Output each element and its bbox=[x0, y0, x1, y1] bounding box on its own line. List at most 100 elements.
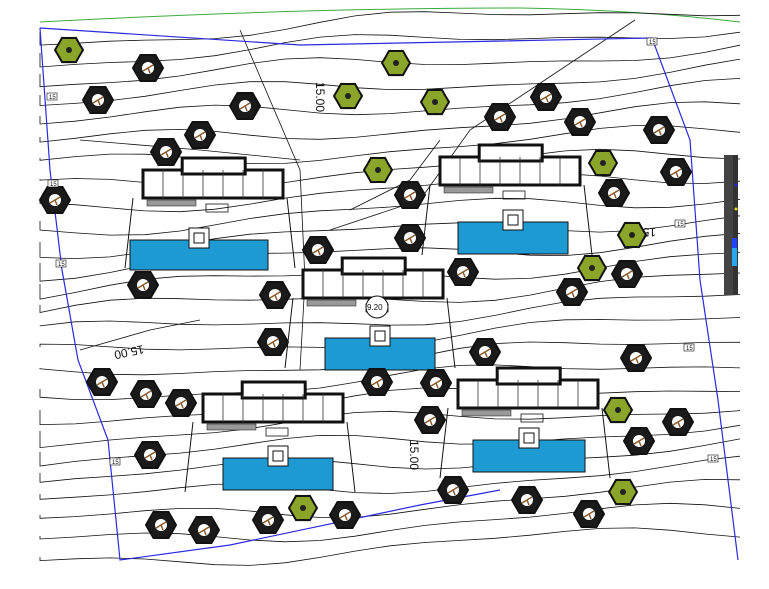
tree-icon bbox=[360, 368, 394, 396]
side-panel-strip bbox=[724, 155, 738, 295]
svg-text:15: 15 bbox=[649, 40, 656, 46]
svg-text:15: 15 bbox=[710, 457, 717, 463]
green-tree-icon bbox=[607, 478, 639, 506]
tree-icon bbox=[328, 501, 362, 529]
tree-icon bbox=[131, 54, 165, 82]
elevation-tag: 15 bbox=[646, 37, 658, 46]
elevation-tag: 15 bbox=[707, 454, 719, 463]
house-unit bbox=[421, 143, 593, 256]
green-tree-icon bbox=[362, 156, 394, 184]
svg-text:9.20: 9.20 bbox=[367, 303, 383, 312]
tree-icon bbox=[661, 408, 695, 436]
pool-deck bbox=[502, 209, 524, 231]
tree-icon bbox=[256, 328, 290, 356]
tree-icon bbox=[446, 258, 480, 286]
contour-line bbox=[39, 527, 741, 566]
tree-icon bbox=[563, 108, 597, 136]
tree-icon bbox=[529, 83, 563, 111]
tree-icon bbox=[572, 500, 606, 528]
dimension-label-right: 15 bbox=[642, 225, 656, 239]
tree-icon bbox=[38, 186, 72, 214]
svg-text:15: 15 bbox=[112, 460, 119, 466]
tree-icon bbox=[622, 427, 656, 455]
house-unit bbox=[439, 366, 611, 479]
tree-icon bbox=[144, 511, 178, 539]
contour-line bbox=[39, 125, 741, 164]
elevation-tag: 15 bbox=[55, 259, 67, 268]
tree-icon bbox=[251, 506, 285, 534]
tree-icon bbox=[164, 389, 198, 417]
tree-icon bbox=[555, 278, 589, 306]
elevation-tags: 15 15 15 15 15 15 15 15 bbox=[46, 37, 719, 466]
houses bbox=[124, 143, 611, 493]
dimension-label-left: 15.00 bbox=[113, 342, 146, 362]
green-tree-icon bbox=[287, 494, 319, 522]
green-tree-icon bbox=[602, 396, 634, 424]
tree-icon bbox=[659, 158, 693, 186]
tree-icon bbox=[393, 224, 427, 252]
contour-line bbox=[39, 478, 741, 519]
house-unit bbox=[284, 256, 456, 369]
green-tree-icon bbox=[419, 88, 451, 116]
contour-line bbox=[39, 215, 741, 260]
elevation-tag: 15 bbox=[47, 179, 59, 188]
elevation-tag: 15 bbox=[674, 219, 686, 228]
contour-line bbox=[39, 455, 741, 500]
tree-icon bbox=[597, 179, 631, 207]
green-tree-icon bbox=[616, 221, 648, 249]
elevation-tag: 15 bbox=[46, 92, 58, 101]
tree-icon bbox=[85, 368, 119, 396]
pool bbox=[129, 239, 269, 271]
pool-shower bbox=[523, 432, 535, 444]
pool-shower bbox=[193, 232, 205, 244]
dimension-label-top: 15.00 bbox=[313, 82, 327, 112]
contour-line bbox=[39, 502, 741, 543]
pools bbox=[129, 209, 586, 491]
trees bbox=[38, 36, 695, 544]
green-tree-icon bbox=[576, 254, 608, 282]
svg-text:15: 15 bbox=[677, 222, 684, 228]
tree-icon bbox=[419, 369, 453, 397]
contour-line bbox=[39, 101, 741, 143]
pool-shower bbox=[507, 214, 519, 226]
svg-text:15: 15 bbox=[686, 346, 693, 352]
tree-icon bbox=[301, 236, 335, 264]
path-line bbox=[239, 29, 306, 371]
tree-icon bbox=[468, 338, 502, 366]
path-line bbox=[79, 319, 201, 351]
green-tree-icon bbox=[53, 36, 85, 64]
contour-line bbox=[39, 438, 741, 483]
path-line bbox=[79, 139, 301, 161]
green-tree-icon bbox=[380, 49, 412, 77]
tree-icon bbox=[483, 103, 517, 131]
tree-icon bbox=[258, 281, 292, 309]
pool-shower bbox=[374, 330, 386, 342]
tree-icon bbox=[436, 476, 470, 504]
tree-icon bbox=[187, 516, 221, 544]
house-unit bbox=[184, 380, 356, 493]
tree-icon bbox=[642, 116, 676, 144]
level-marker: 9.20 bbox=[365, 295, 389, 319]
path-line bbox=[349, 139, 441, 211]
tree-icon bbox=[510, 486, 544, 514]
pool-deck bbox=[518, 427, 540, 449]
house-unit bbox=[124, 156, 296, 269]
pool-shower bbox=[272, 450, 284, 462]
svg-text:15: 15 bbox=[58, 262, 65, 268]
dimension-label-bottom: 15.00 bbox=[407, 440, 421, 470]
contour-line bbox=[39, 44, 741, 88]
contour-line bbox=[39, 294, 741, 327]
tree-icon bbox=[81, 86, 115, 114]
tree-icon bbox=[619, 344, 653, 372]
tree-icon bbox=[610, 260, 644, 288]
tree-icon bbox=[183, 121, 217, 149]
contour-line bbox=[39, 232, 741, 282]
tree-icon bbox=[393, 181, 427, 209]
tree-icon bbox=[149, 138, 183, 166]
contour-line bbox=[39, 173, 741, 213]
tree-icon bbox=[413, 406, 447, 434]
svg-text:15: 15 bbox=[50, 182, 57, 188]
pool-deck bbox=[188, 227, 210, 249]
